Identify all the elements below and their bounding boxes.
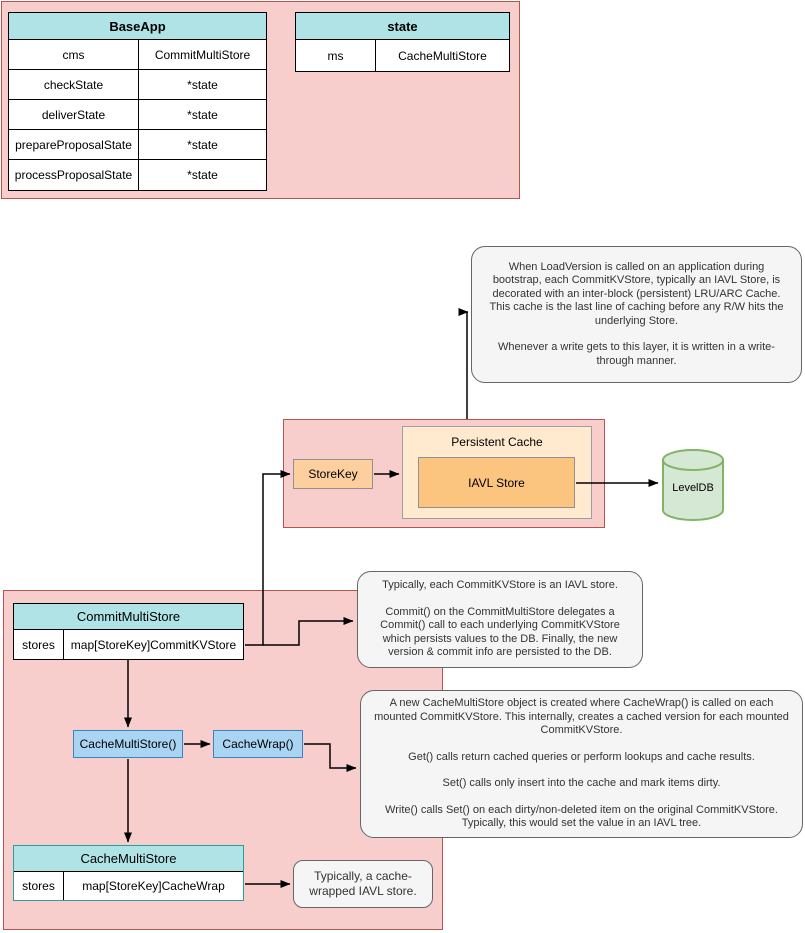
callout-paragraph: Typically, each CommitKVStore is an IAVL… [382, 579, 618, 592]
field-type: map[StoreKey]CommitKVStore [70, 637, 237, 652]
field-name: checkState [9, 70, 139, 99]
field-type: CommitMultiStore [154, 47, 251, 62]
field-name: deliverState [9, 100, 139, 129]
callout-paragraph: Write() calls Set() on each dirty/non-de… [385, 803, 778, 830]
table-row: stores map[StoreKey]CacheWrap [14, 872, 243, 900]
cache-multi-store-fn-node: CacheMultiStore() [73, 730, 183, 758]
field-name: processProposalState [9, 160, 139, 190]
callout-paragraph: Get() calls return cached queries or per… [408, 750, 755, 763]
baseapp-table: BaseApp cms CommitMultiStore checkState … [8, 12, 267, 191]
field-name: prepareProposalState [9, 130, 139, 159]
cache-multi-store-table: CacheMultiStore stores map[StoreKey]Cach… [13, 845, 244, 901]
cache-wrap-fn-node: CacheWrap() [213, 730, 303, 758]
state-table: state ms CacheMultiStore [295, 12, 510, 72]
field-type: CacheMultiStore [398, 48, 487, 63]
field-type: map[StoreKey]CacheWrap [82, 879, 225, 893]
persistent-cache-title: Persistent Cache [451, 435, 543, 449]
iavl-store-node: IAVL Store [418, 457, 575, 508]
callout-paragraph: A new CacheMultiStore object is created … [374, 697, 789, 737]
callout-paragraph: When LoadVersion is called on an applica… [489, 260, 784, 327]
table-row: checkState *state [9, 70, 266, 100]
commit-callout: Typically, each CommitKVStore is an IAVL… [357, 571, 643, 668]
field-name: cms [9, 40, 139, 69]
leveldb-label: LevelDB [672, 482, 714, 494]
commit-multi-store-title: CommitMultiStore [14, 604, 243, 630]
field-name: stores [14, 630, 64, 659]
field-type: *state [187, 77, 218, 92]
commit-multi-store-table: CommitMultiStore stores map[StoreKey]Com… [13, 603, 244, 660]
table-row: ms CacheMultiStore [296, 40, 509, 71]
callout-paragraph: Whenever a write gets to this layer, it … [498, 341, 775, 367]
table-row: prepareProposalState *state [9, 130, 266, 160]
table-row: deliverState *state [9, 100, 266, 130]
baseapp-table-title: BaseApp [9, 13, 266, 40]
table-row: stores map[StoreKey]CommitKVStore [14, 630, 243, 659]
callout-paragraph: Commit() on the CommitMultiStore delegat… [380, 605, 620, 659]
field-name: stores [14, 872, 64, 900]
table-row: cms CommitMultiStore [9, 40, 266, 70]
callout-paragraph: Typically, a cache-wrapped IAVL store. [309, 869, 417, 898]
cache-wrap-callout: A new CacheMultiStore object is created … [360, 690, 803, 838]
field-type: *state [187, 107, 218, 122]
cache-multi-store-title: CacheMultiStore [14, 846, 243, 872]
field-type: *state [187, 137, 218, 152]
state-table-title: state [296, 13, 509, 40]
field-name: ms [296, 40, 376, 71]
cache-wrapped-callout: Typically, a cache-wrapped IAVL store. [293, 860, 433, 908]
callout-paragraph: Set() calls only insert into the cache a… [442, 777, 721, 790]
table-row: processProposalState *state [9, 160, 266, 190]
load-version-callout: When LoadVersion is called on an applica… [471, 246, 802, 383]
arrow-pcache-to-loadversion [458, 308, 469, 419]
leveldb-cylinder: LevelDB [661, 448, 725, 527]
field-type: *state [187, 168, 218, 182]
store-key-node: StoreKey [293, 459, 373, 489]
